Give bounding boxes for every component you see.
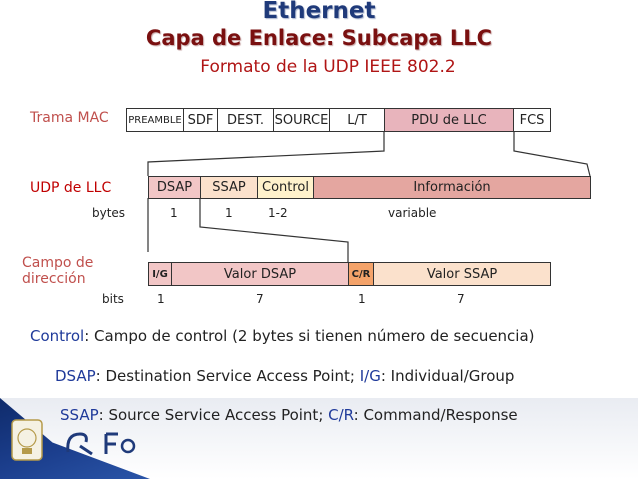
connector-right-llc [513, 132, 591, 177]
addr-field-cr: C/R [348, 262, 374, 286]
llc-field-dsap: DSAP [148, 176, 201, 199]
addr-field-ig: I/G [148, 262, 172, 286]
mac-field-lt: L/T [329, 108, 385, 132]
mac-field-pdu-llc: PDU de LLC [384, 108, 514, 132]
mac-field-dest: DEST. [217, 108, 274, 132]
legend-control: Control: Campo de control (2 bytes si ti… [30, 327, 535, 345]
llc-unit-label: bytes [92, 206, 126, 220]
legend-ssap-key: SSAP [60, 406, 99, 424]
llc-size-informacion: variable [388, 206, 437, 220]
address-field-label-line1: Campo de [22, 255, 94, 271]
llc-field-informacion: Información [313, 176, 591, 199]
addr-size-ig: 1 [157, 292, 165, 306]
address-field-label-line2: dirección [22, 271, 86, 287]
title-sub: Capa de Enlace: Subcapa LLC [145, 26, 493, 50]
mac-frame-label: Trama MAC [30, 110, 109, 126]
legend-ig-key: I/G [359, 367, 381, 385]
legend-control-key: Control [30, 327, 85, 345]
llc-size-ssap: 1 [225, 206, 233, 220]
llc-pdu-label: UDP de LLC [30, 180, 112, 196]
addr-field-valor-dsap: Valor DSAP [171, 262, 349, 286]
mac-field-fcs: FCS [513, 108, 551, 132]
legend-ig-text: : Individual/Group [380, 367, 515, 385]
legend-ssap-text: : Source Service Access Point; [98, 406, 329, 424]
llc-size-control: 1-2 [268, 206, 288, 220]
llc-field-control: Control [257, 176, 314, 199]
addr-size-cr: 1 [358, 292, 366, 306]
addr-size-valor-dsap: 7 [256, 292, 264, 306]
title-format: Formato de la UDP IEEE 802.2 [200, 57, 456, 77]
legend-dsap: DSAP: Destination Service Access Point; … [55, 367, 514, 385]
university-seal-icon [11, 419, 43, 461]
legend-cr-text: : Command/Response [353, 406, 518, 424]
addr-unit-label: bits [102, 292, 124, 306]
addr-field-valor-ssap: Valor SSAP [373, 262, 551, 286]
address-field-label: Campo de dirección [22, 255, 93, 287]
mac-field-source: SOURCE [273, 108, 330, 132]
title-main: Ethernet [262, 0, 376, 24]
legend-control-text: : Campo de control (2 bytes si tienen nú… [84, 327, 535, 345]
llc-field-ssap: SSAP [200, 176, 258, 199]
connector-right-dsap [199, 198, 349, 262]
connector-left-llc [147, 132, 385, 176]
faculty-logo-icon [66, 432, 136, 456]
legend-cr-key: C/R [328, 406, 354, 424]
legend-ssap: SSAP: Source Service Access Point; C/R: … [60, 406, 518, 424]
llc-size-dsap: 1 [170, 206, 178, 220]
addr-size-valor-ssap: 7 [457, 292, 465, 306]
legend-dsap-text: : Destination Service Access Point; [95, 367, 360, 385]
legend-dsap-key: DSAP [55, 367, 96, 385]
